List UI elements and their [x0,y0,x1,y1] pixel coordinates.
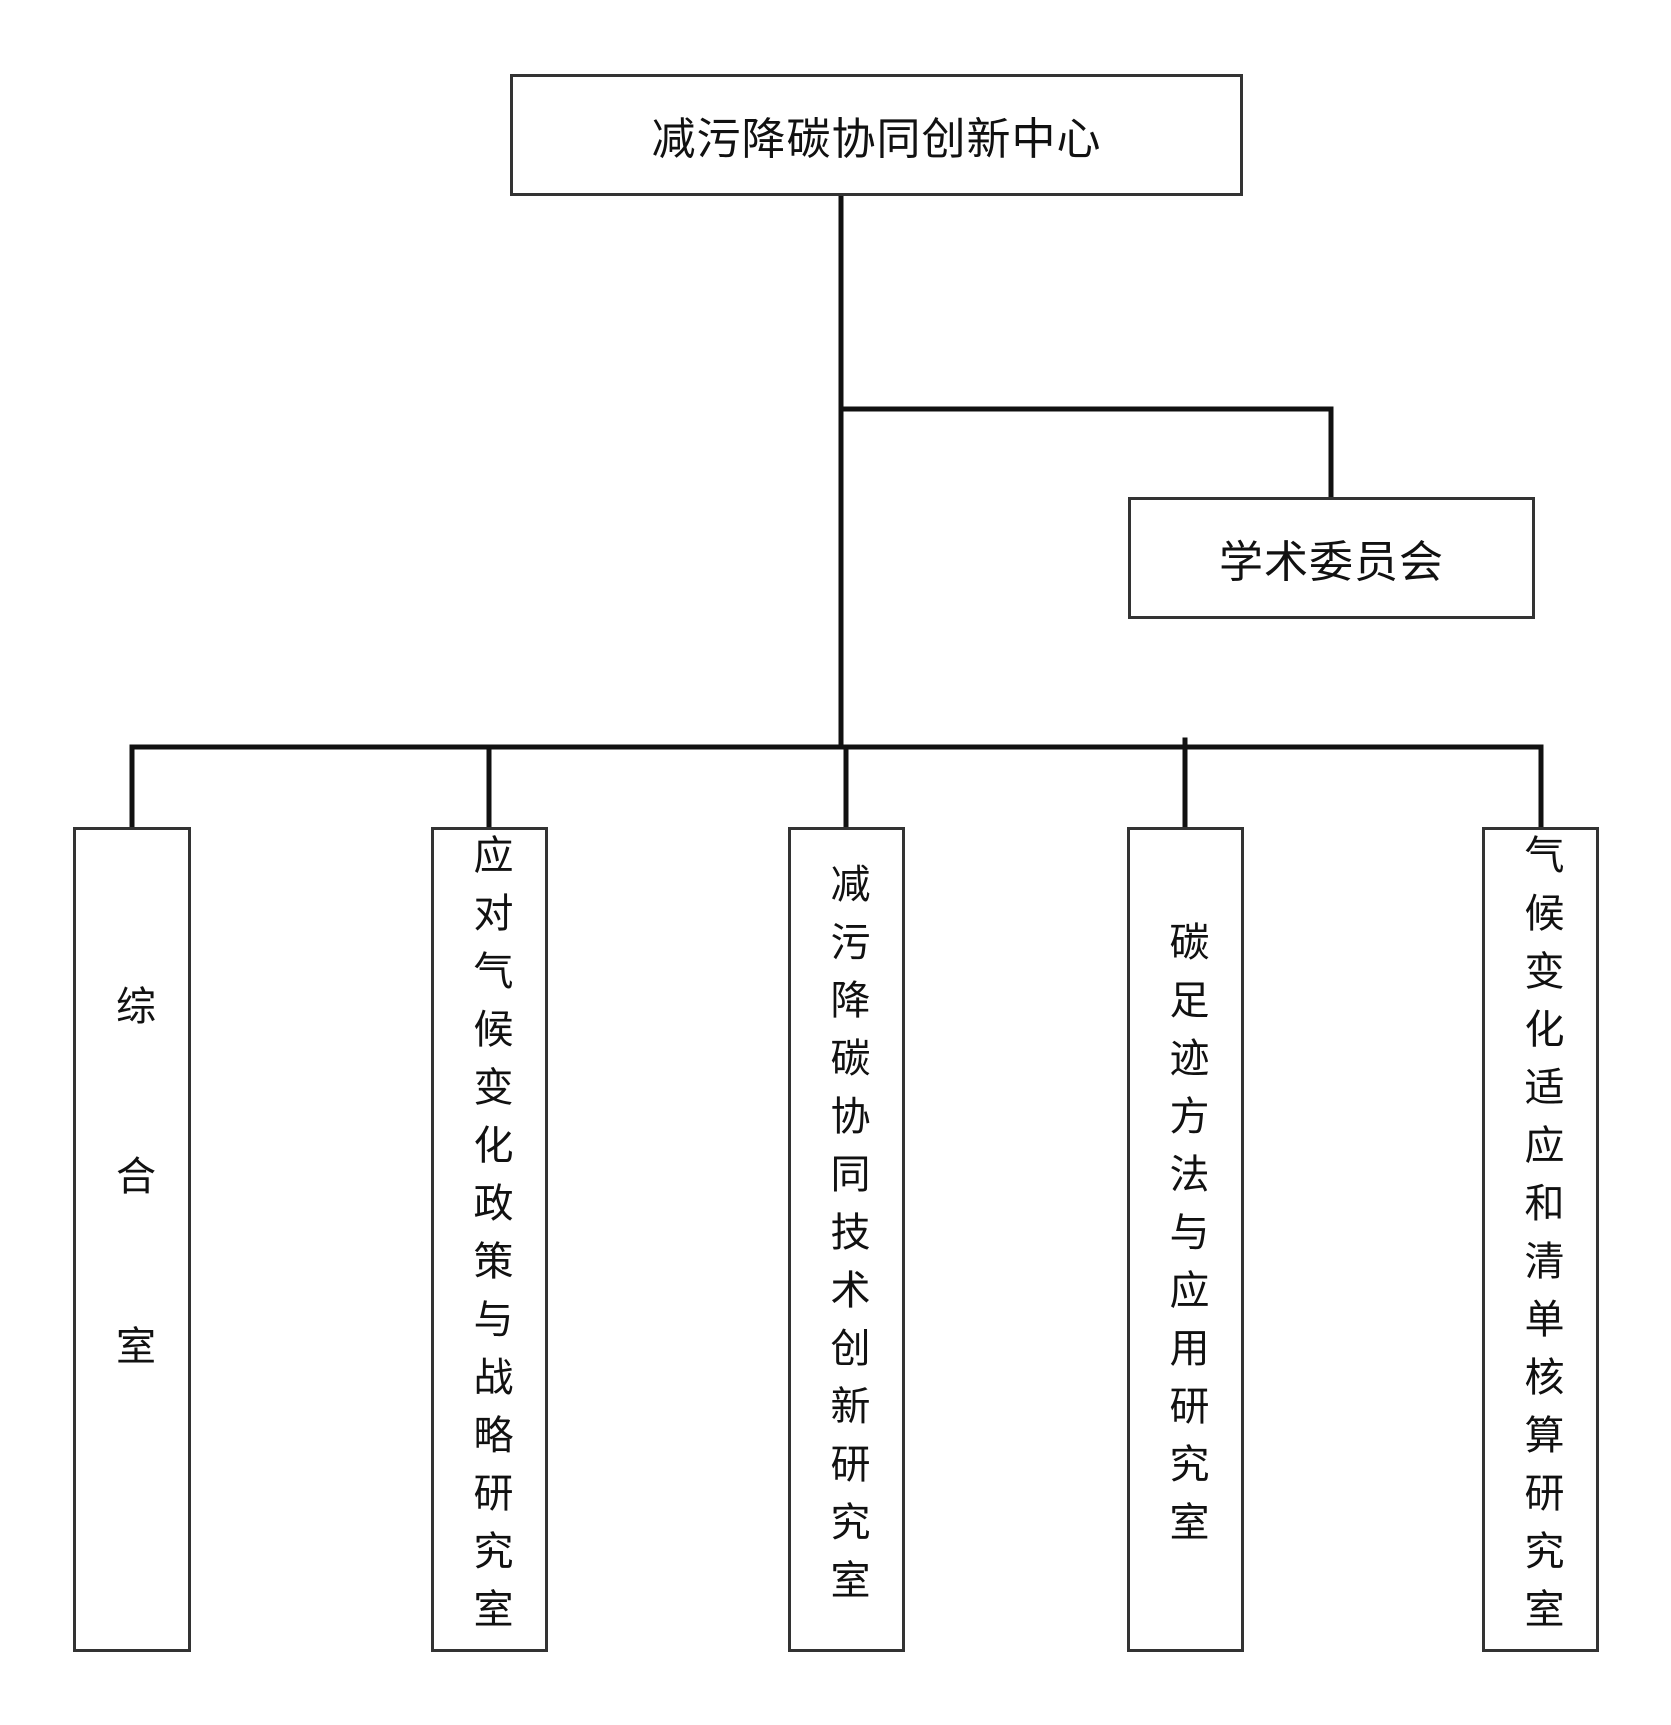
root-node-box: 减污降碳协同创新中心 [510,74,1243,196]
office-node-label: 减污降碳协同技术创新研究室 [823,862,870,1617]
committee-node-label: 学术委员会 [1219,537,1444,588]
office-node-box: 碳足迹方法与应用研究室 [1127,827,1244,1652]
office-node-label: 碳足迹方法与应用研究室 [1162,920,1209,1559]
office-node-box: 减污降碳协同技术创新研究室 [788,827,905,1652]
office-node-box: 应对气候变化政策与战略研究室 [431,827,548,1652]
office-node-label: 综合室 [109,984,155,1495]
committee-node-box: 学术委员会 [1128,497,1535,619]
office-node-box: 综合室 [73,827,191,1652]
root-node-label: 减污降碳协同创新中心 [651,114,1102,165]
office-node-label: 气候变化适应和清单核算研究室 [1517,833,1564,1646]
office-node-box: 气候变化适应和清单核算研究室 [1482,827,1599,1652]
office-node-label: 应对气候变化政策与战略研究室 [466,833,513,1646]
